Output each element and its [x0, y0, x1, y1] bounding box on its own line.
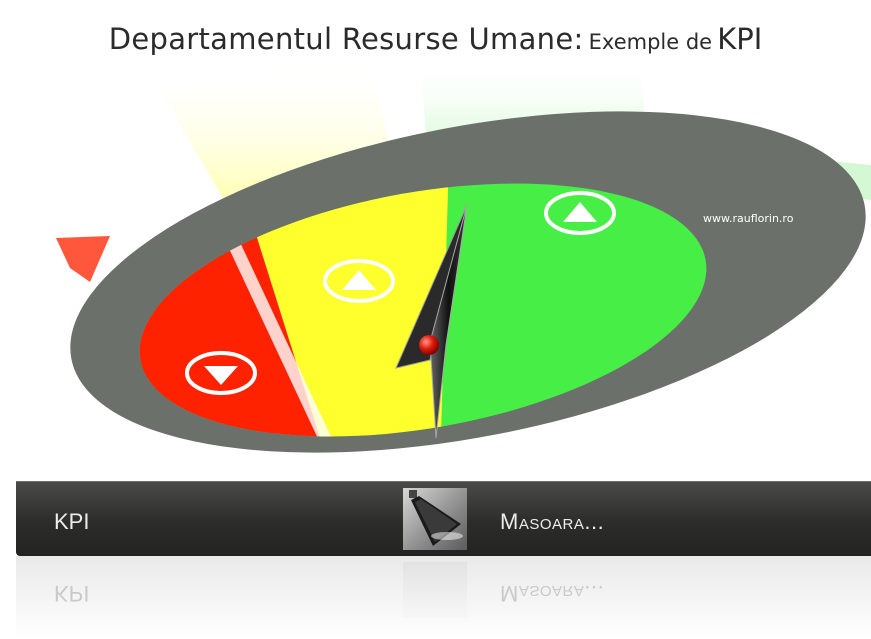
title-main: Departamentul Resurse Umane: — [108, 22, 584, 56]
lamp-icon — [403, 488, 467, 550]
down-arrow-icon — [185, 351, 257, 395]
up-arrow-icon — [323, 259, 395, 303]
gauge-face — [119, 143, 727, 470]
kpi-gauge: www.rauflorin.ro — [56, 60, 871, 470]
red-glow — [56, 236, 110, 282]
page-title: Departamentul Resurse Umane: Exemple de … — [0, 22, 871, 56]
gauge-watermark: www.rauflorin.ro — [703, 212, 794, 225]
kpi-label: KPI — [54, 509, 90, 534]
up-arrow-icon — [544, 191, 616, 235]
kpi-bar: KPI Masoara... — [16, 481, 871, 556]
measure-label: Masoara... — [500, 509, 605, 534]
bar-reflection: KPI Masoara... — [16, 556, 871, 639]
gauge-needle-icon — [395, 204, 468, 439]
title-kpi: KPI — [717, 22, 763, 56]
title-sub: Exemple de — [588, 30, 713, 54]
measure-label-reflection: Masoara... — [500, 581, 605, 606]
kpi-label-reflection: KPI — [54, 581, 90, 606]
lamp-reflection — [403, 562, 467, 618]
